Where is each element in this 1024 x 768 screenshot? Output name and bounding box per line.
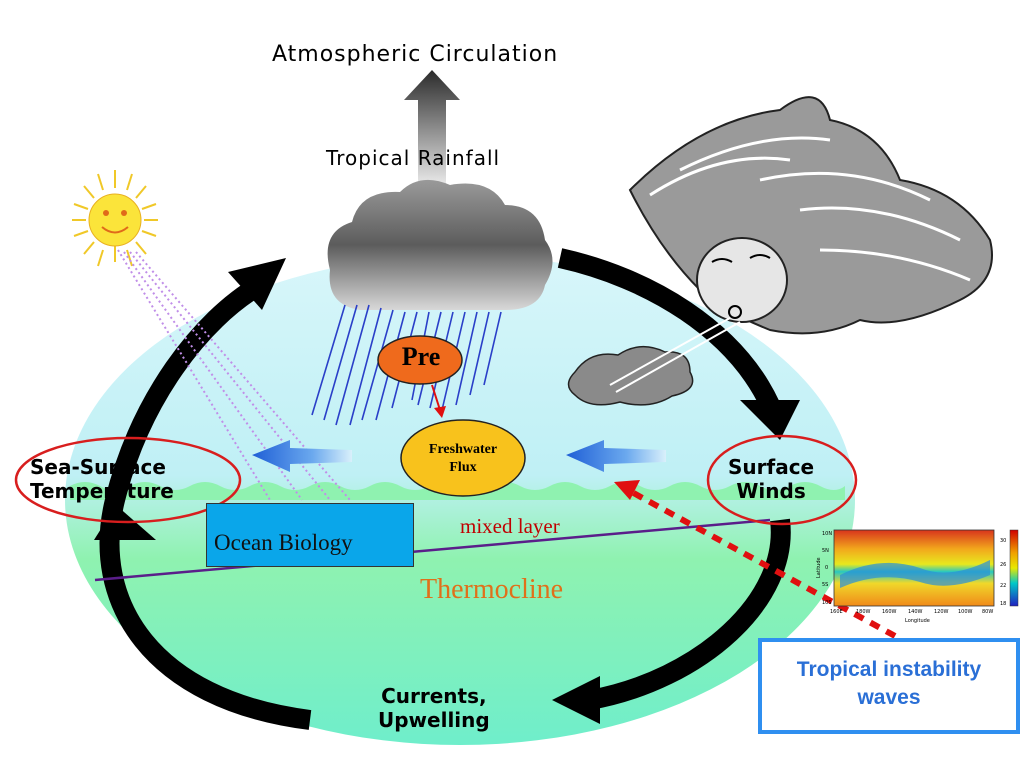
inset-lon-tick: 160E [830, 609, 843, 615]
inset-lon-tick: 100W [958, 609, 973, 615]
pre-to-flux-arrowhead [434, 406, 446, 418]
sst-line-1: Sea-Surface [30, 455, 166, 479]
inset-lat-tick: 10S [822, 600, 832, 606]
precipitation-label: Pre [401, 342, 441, 371]
sst-line-2: Temperature [30, 479, 174, 503]
inset-lon-tick: 180W [856, 609, 871, 615]
wind-face-icon [628, 96, 993, 335]
inset-lat-tick: 10N [822, 531, 832, 537]
cycle-arrowhead-up-left [228, 258, 286, 310]
tiw-line-2: waves [857, 686, 921, 709]
inset-lat-tick: 5S [822, 582, 828, 588]
tiw-link-dashes [626, 487, 897, 639]
tropical-rainfall-label: Tropical Rainfall [326, 146, 501, 170]
sun-icon [72, 170, 158, 267]
winds-highlight-ellipse [706, 434, 858, 526]
mixed-layer-label: mixed layer [460, 514, 560, 538]
westward-current-arrow-right [566, 440, 666, 472]
pre-to-flux-arrow [431, 384, 441, 411]
cycle-arrow-top-right [557, 248, 780, 410]
inset-lon-tick: 160W [882, 609, 897, 615]
inset-cbar-tick: 26 [1000, 562, 1006, 568]
currents-upwelling-label: Currents, Upwelling [378, 684, 490, 732]
rising-air-arrow [404, 70, 460, 190]
winds-line-2: Winds [736, 479, 806, 503]
currents-line-1: Currents, [381, 684, 487, 708]
flux-line-2: Flux [449, 460, 477, 475]
inset-xlabel: Longitude [905, 618, 930, 624]
cycle-arrow-bottom-right [588, 518, 791, 710]
atmospheric-circulation-label: Atmospheric Circulation [272, 42, 559, 67]
currents-line-2: Upwelling [378, 708, 490, 732]
winds-line-1: Surface [728, 455, 815, 479]
freshwater-flux-node [400, 419, 526, 497]
inset-lon-tick: 120W [934, 609, 949, 615]
tiw-link-arrowhead [614, 480, 640, 500]
inset-ylabel: Latitude [816, 557, 822, 578]
inset-lon-tick: 140W [908, 609, 923, 615]
rain-cloud-icon [327, 179, 553, 310]
surface-winds-label: Surface Winds [728, 455, 814, 503]
tropical-instability-waves-label: Tropical instability waves [762, 656, 1016, 712]
tiw-inset-map: 10N 5N 0 5S 10S 160E 180W 160W 140W 120W… [816, 529, 1019, 624]
precipitation-node [377, 335, 463, 385]
westward-current-arrow-left [252, 440, 352, 472]
cycle-arrowhead-right-down [740, 400, 800, 440]
blown-cloud-icon [567, 346, 694, 406]
freshwater-flux-label: Freshwater Flux [402, 441, 524, 477]
tiw-box [758, 638, 1020, 734]
inset-cbar-tick: 30 [1000, 538, 1006, 544]
inset-lat-tick: 5N [822, 548, 829, 554]
thermocline-line [94, 518, 771, 582]
ocean-biology-label: Ocean Biology [214, 530, 353, 555]
cycle-arrowhead-bottom [552, 676, 600, 724]
inset-lat-tick: 0 [825, 565, 828, 571]
thermocline-label: Thermocline [420, 574, 564, 605]
tiw-line-1: Tropical instability [796, 658, 982, 681]
inset-cbar-tick: 22 [1000, 583, 1006, 589]
inset-lon-tick: 80W [982, 609, 993, 615]
ocean-biology-box [206, 503, 414, 567]
sea-surface-temperature-label: Sea-Surface Temperature [30, 455, 174, 503]
wind-streaks [609, 317, 741, 393]
sst-highlight-ellipse [14, 436, 242, 524]
inset-cbar-tick: 18 [1000, 601, 1006, 607]
flux-line-1: Freshwater [428, 442, 498, 457]
cycle-arrow-left [99, 276, 312, 730]
